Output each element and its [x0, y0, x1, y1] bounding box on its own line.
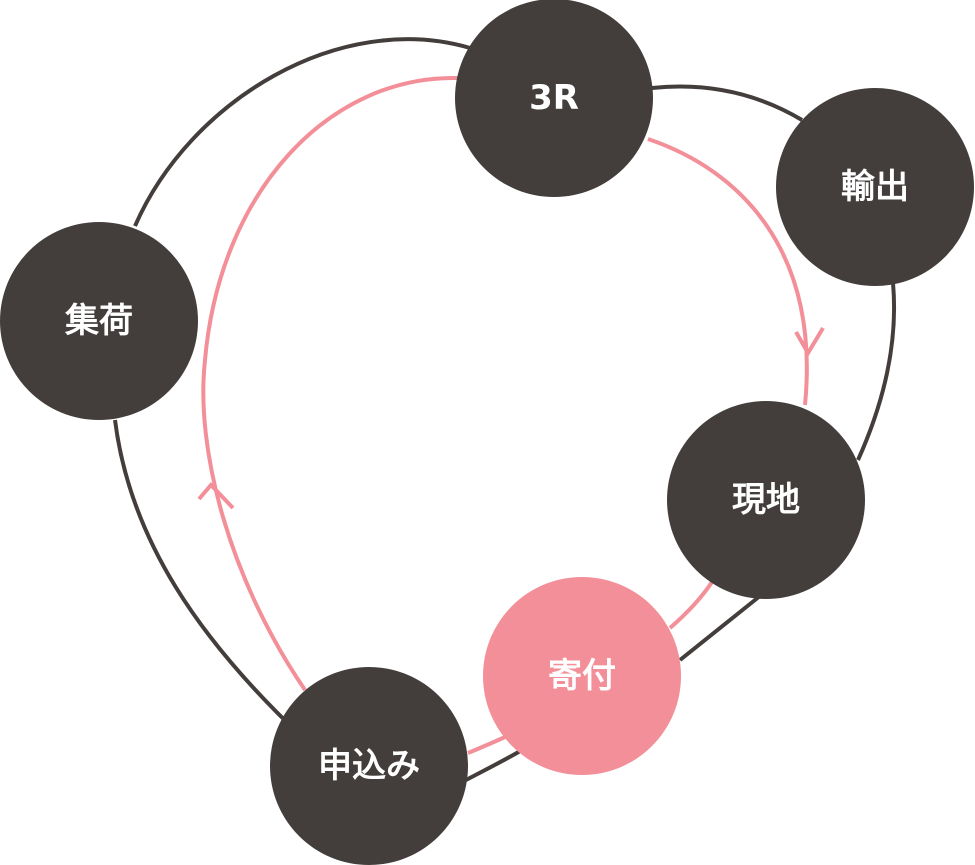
inner-loop — [197, 75, 825, 755]
node-label: 申込み — [318, 746, 420, 786]
node-label: 3R — [529, 78, 579, 118]
node-collection: 集荷 — [0, 222, 198, 420]
node-label: 集荷 — [64, 301, 133, 341]
outer-edge-recycle-export — [651, 84, 804, 122]
arrow-down-icon — [794, 326, 825, 357]
outer-edge-local-donation — [678, 594, 762, 662]
node-donation: 寄付 — [483, 577, 681, 775]
node-recycle: 3R — [455, 0, 653, 197]
node-label: 寄付 — [548, 656, 616, 696]
node-circle — [455, 0, 653, 197]
inner-edge-application-recycle — [201, 75, 459, 692]
outer-edge-export-local — [856, 282, 897, 461]
node-label: 輸出 — [841, 167, 909, 207]
node-export: 輸出 — [776, 88, 974, 286]
inner-edge-local-donation — [668, 580, 714, 630]
node-circle — [667, 401, 865, 599]
node-circle — [483, 577, 681, 775]
node-circle — [776, 88, 974, 286]
node-label: 現地 — [732, 480, 800, 520]
outer-edge-collection-recycle — [133, 37, 471, 227]
outer-edge-donation-application — [465, 748, 524, 782]
node-application: 申込み — [270, 667, 468, 865]
arrow-up-icon — [197, 482, 235, 510]
outer-loop — [113, 37, 897, 782]
node-circle — [0, 222, 198, 420]
node-local: 現地 — [667, 401, 865, 599]
inner-edge-donation-application — [467, 735, 506, 755]
node-circle — [270, 667, 468, 865]
outer-edge-application-collection — [113, 419, 302, 737]
